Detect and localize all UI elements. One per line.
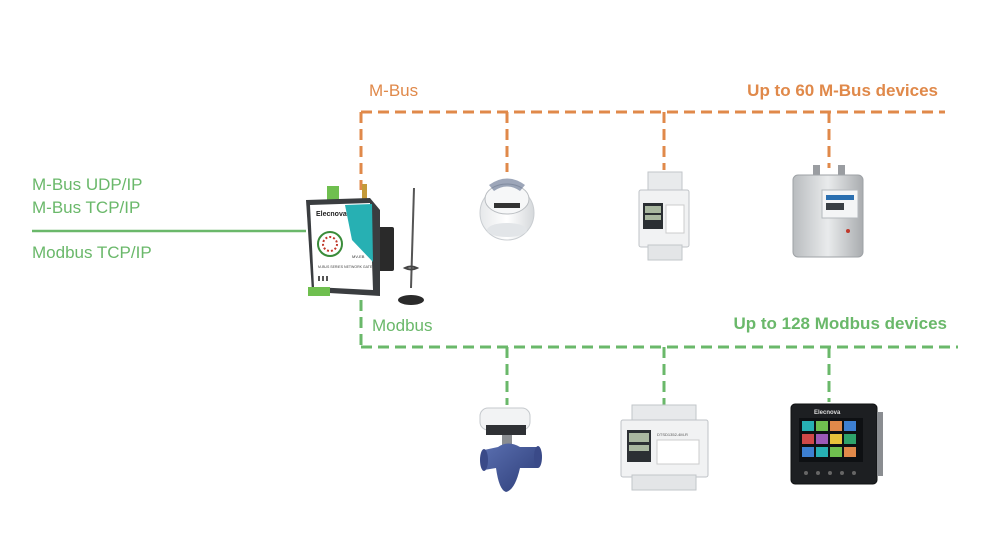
gateway-device: Elecnova MV-EB M-BUS SERIES NETWORK GATE bbox=[306, 184, 424, 305]
mbus-tcp-label: M-Bus TCP/IP bbox=[32, 198, 141, 217]
mbus-water-meter-module bbox=[479, 178, 535, 241]
mbus-gas-meter bbox=[792, 165, 864, 258]
gateway-brand: Elecnova bbox=[316, 211, 347, 218]
modbus-device-count: Up to 128 Modbus devices bbox=[733, 314, 948, 333]
gateway-caption: M-BUS SERIES NETWORK GATE bbox=[318, 265, 373, 269]
mbus-device-count: Up to 60 M-Bus devices bbox=[747, 81, 938, 100]
gateway-model: MV-EB bbox=[352, 254, 365, 259]
modbus-din-rail-meter: DTSD1352-4M-R bbox=[620, 404, 709, 491]
modbus-meter-model: DTSD1352-4M-R bbox=[657, 432, 688, 437]
panel-meter-brand: Elecnova bbox=[814, 410, 841, 416]
mbus-udp-label: M-Bus UDP/IP bbox=[32, 175, 143, 194]
modbus-bus-lines bbox=[359, 300, 958, 406]
mbus-bus-label: M-Bus bbox=[369, 81, 419, 100]
modbus-control-valve bbox=[479, 407, 542, 492]
mbus-din-rail-meter bbox=[638, 171, 690, 261]
modbus-bus-label: Modbus bbox=[372, 316, 433, 335]
mbus-bus-lines bbox=[359, 110, 945, 190]
modbus-panel-meter: Elecnova bbox=[790, 403, 883, 485]
modbus-tcp-label: Modbus TCP/IP bbox=[32, 243, 152, 262]
